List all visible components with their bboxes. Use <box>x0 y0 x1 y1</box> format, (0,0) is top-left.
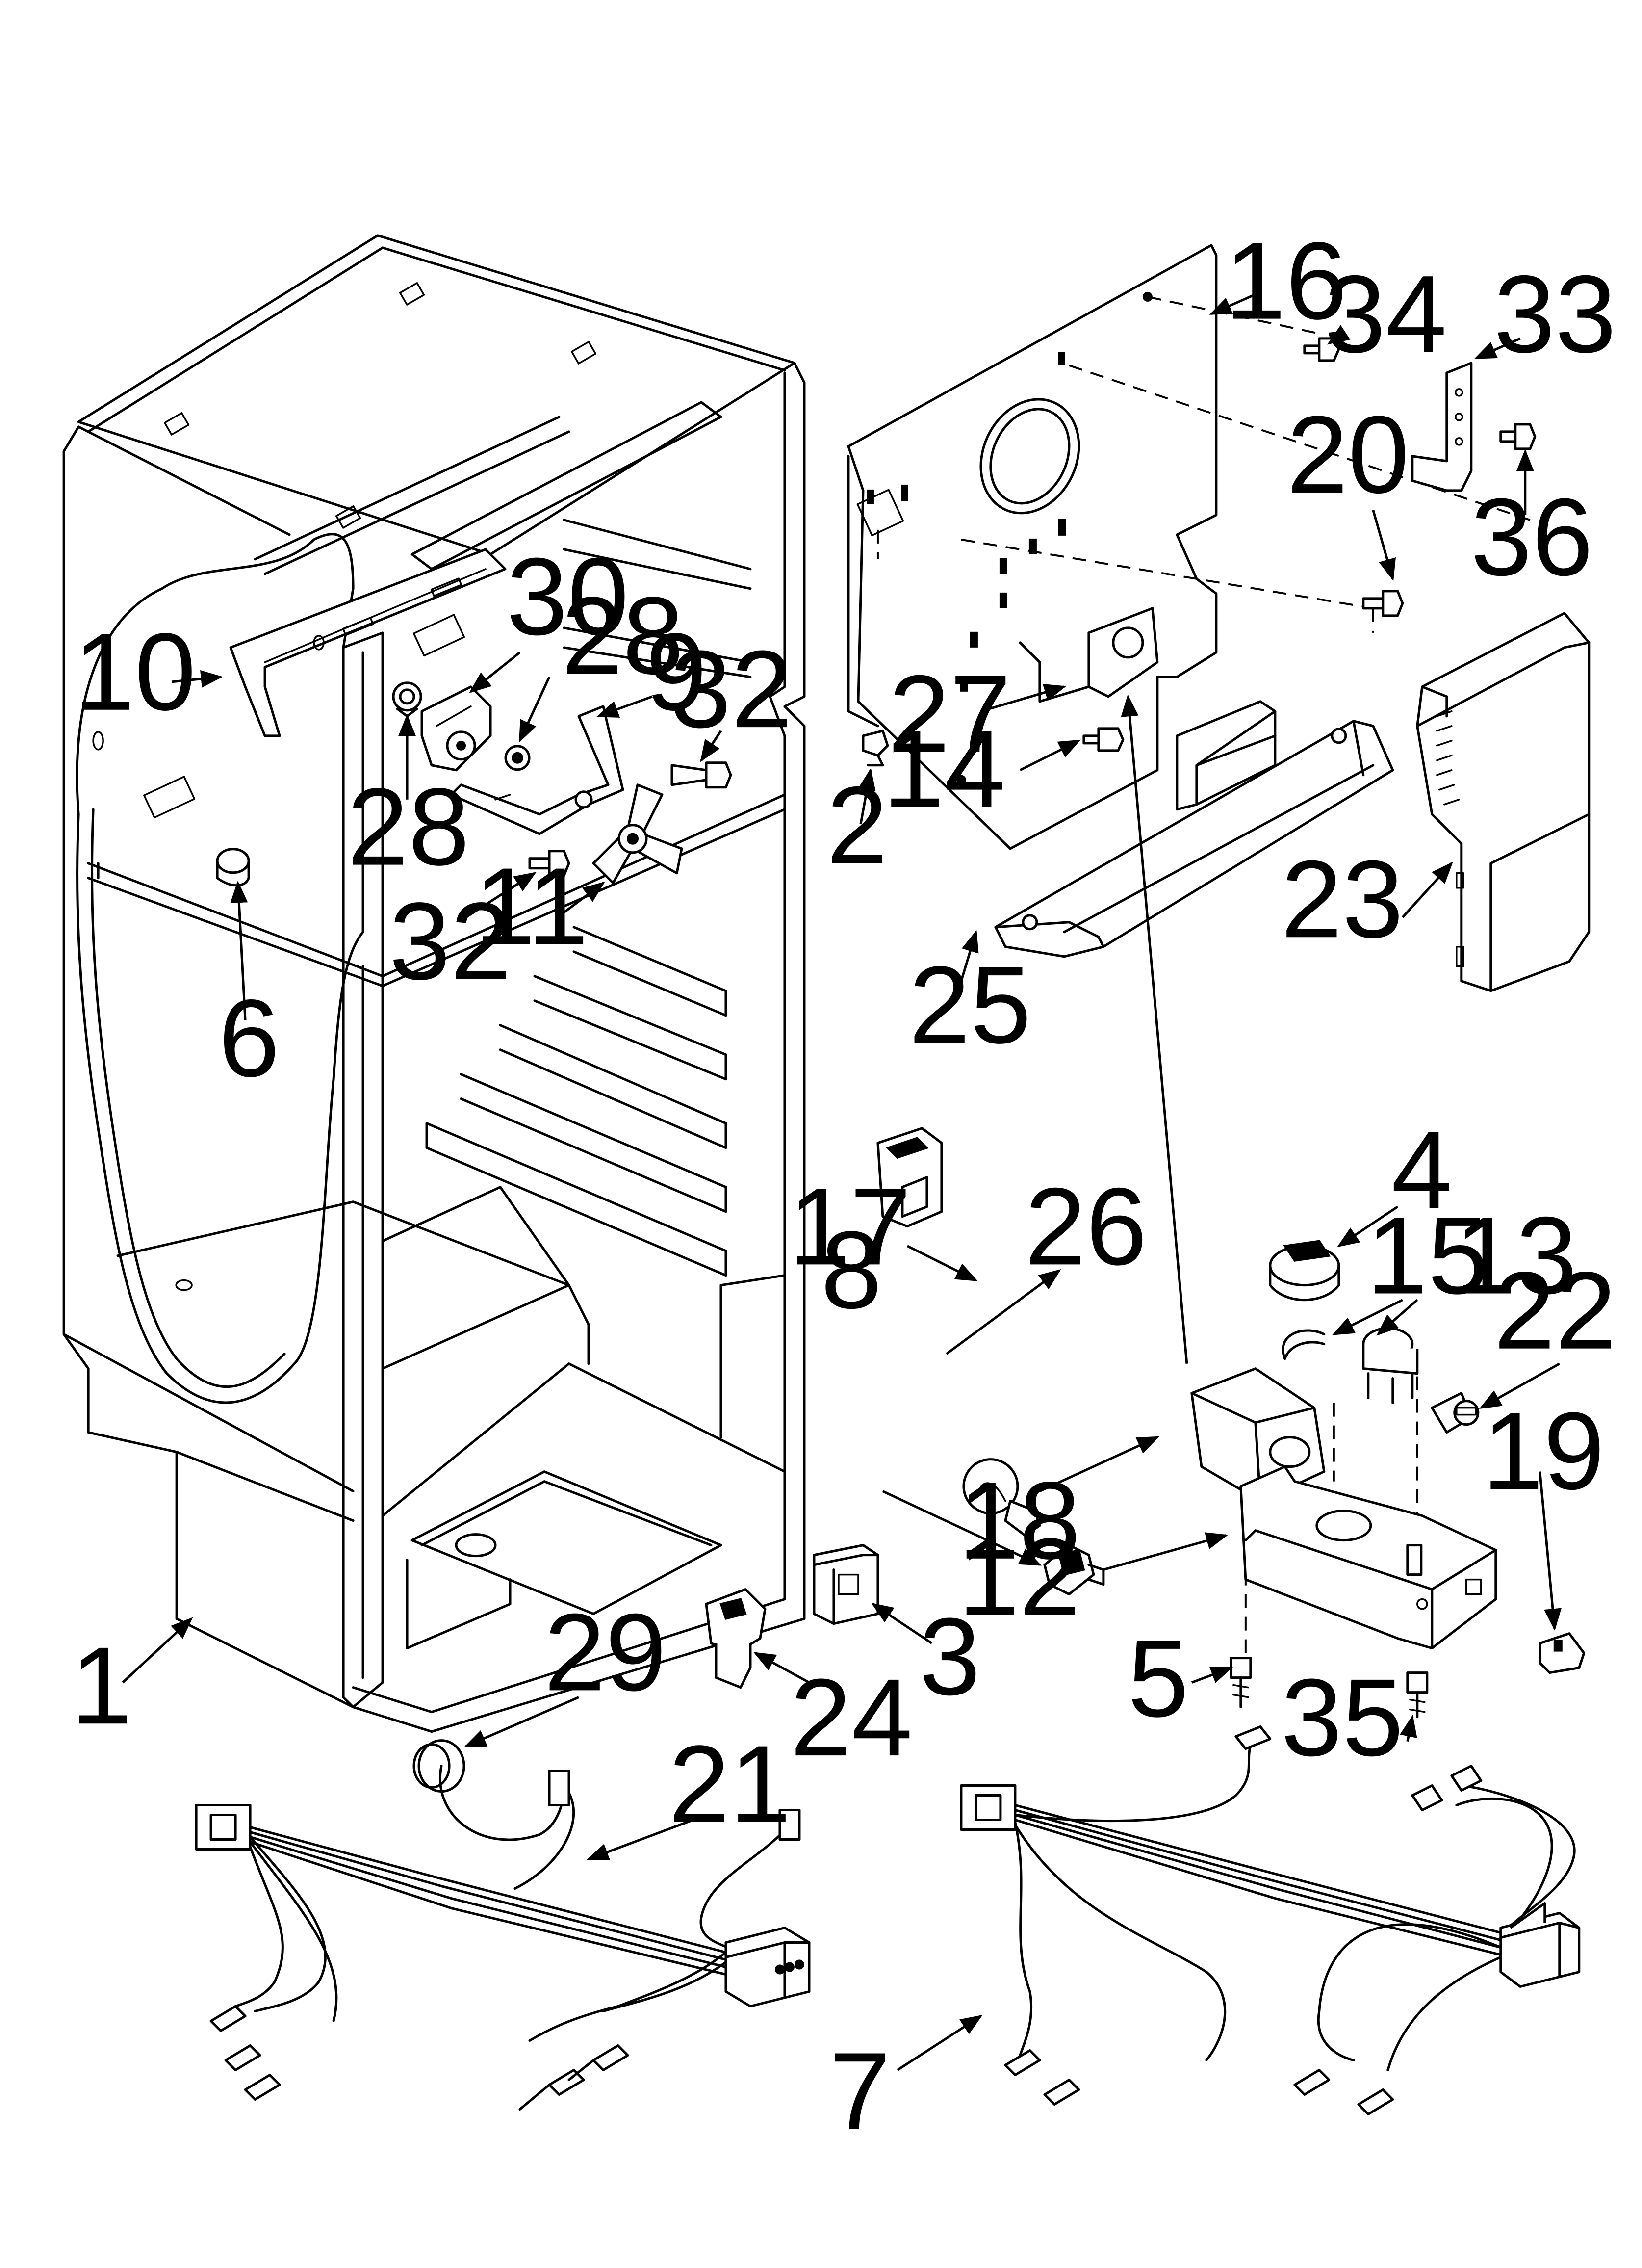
connector-19 <box>1539 1632 1586 1674</box>
callout-28b: 28 <box>562 574 684 697</box>
callout-6: 6 <box>219 977 280 1100</box>
screw-32-upper <box>670 761 732 789</box>
switch-13 <box>1362 1327 1419 1405</box>
callout-17: 17 <box>789 1165 911 1288</box>
callout-24: 24 <box>790 1656 913 1779</box>
cabinet-liner <box>62 234 806 1733</box>
callout-labels: 1 2 3 4 5 6 7 8 9 10 11 12 13 14 15 16 1… <box>71 219 1616 2153</box>
callout-30: 30 <box>507 535 629 658</box>
callout-20: 20 <box>1287 393 1410 516</box>
thermostat-4 <box>1269 1240 1340 1302</box>
callout-10: 10 <box>74 610 196 733</box>
callout-36: 36 <box>1471 475 1593 599</box>
callout-19: 19 <box>1482 1389 1605 1512</box>
callout-8: 8 <box>821 1208 882 1331</box>
callout-12: 12 <box>958 1515 1081 1639</box>
callout-13: 13 <box>1455 1194 1577 1317</box>
harness-7 <box>960 1725 1581 2115</box>
screw-35 <box>1406 1671 1429 1719</box>
callout-3: 3 <box>919 1595 980 1718</box>
plug-6 <box>216 848 250 887</box>
knob-22 <box>1431 1392 1480 1434</box>
callout-1: 1 <box>71 1624 132 1747</box>
housing-12 <box>1239 1465 1497 1650</box>
shield-26 <box>876 1127 943 1228</box>
screw-34 <box>1303 337 1340 362</box>
callout-22: 22 <box>1494 1249 1616 1372</box>
callout-35: 35 <box>1281 1656 1404 1779</box>
callout-7: 7 <box>829 2030 891 2153</box>
callout-2: 2 <box>826 764 888 887</box>
callout-15: 15 <box>1366 1194 1489 1317</box>
bracket-33 <box>1411 362 1473 492</box>
callout-21: 21 <box>668 1722 791 1846</box>
overload-24 <box>705 1588 767 1689</box>
callout-16: 16 <box>1225 219 1347 342</box>
socket-8 <box>1043 1544 1105 1596</box>
alignment-lines <box>876 295 1531 1658</box>
control-30 <box>420 685 492 772</box>
callout-18: 18 <box>958 1459 1081 1582</box>
fan-bracket-9 <box>450 705 624 835</box>
grommet-28-right <box>504 745 531 771</box>
callout-32a: 32 <box>670 627 793 751</box>
fan-blade-11 <box>592 783 683 885</box>
screw-5 <box>1230 1657 1252 1709</box>
disc-29 <box>412 1739 465 1793</box>
callout-11: 11 <box>474 845 589 968</box>
callout-25: 25 <box>909 943 1031 1067</box>
callout-14: 14 <box>883 707 1005 831</box>
callout-28a: 28 <box>347 765 470 888</box>
bulb-17 <box>962 1458 1041 1537</box>
callout-5: 5 <box>1128 1616 1189 1740</box>
callout-9: 9 <box>645 610 707 733</box>
callout-23: 23 <box>1281 837 1404 961</box>
shelf-ribs <box>425 926 727 1277</box>
callout-34: 34 <box>1325 253 1447 376</box>
harness-21 <box>195 1765 811 2111</box>
leader-arrows <box>122 293 1562 2071</box>
screw-2 <box>862 730 889 767</box>
callout-27: 27 <box>889 652 1011 775</box>
callout-32b: 32 <box>389 880 512 1003</box>
light-cover-18 <box>1190 1367 1326 1503</box>
screw-36 <box>1499 423 1537 450</box>
screw-32-lower <box>528 850 570 877</box>
knob-28-left <box>392 681 422 718</box>
bracket-10 <box>229 548 507 737</box>
screw-20 <box>1362 590 1404 617</box>
callout-26: 26 <box>1025 1165 1147 1288</box>
callout-33: 33 <box>1494 253 1616 376</box>
clip-15 <box>1282 1329 1326 1360</box>
screw-14 <box>1082 727 1125 752</box>
relay-3 <box>813 1544 879 1625</box>
duct-25 <box>994 700 1394 958</box>
cover-vents <box>1436 710 1460 806</box>
callout-29: 29 <box>544 1590 667 1714</box>
cover-23 <box>1416 612 1591 992</box>
callout-4: 4 <box>1391 1108 1453 1231</box>
